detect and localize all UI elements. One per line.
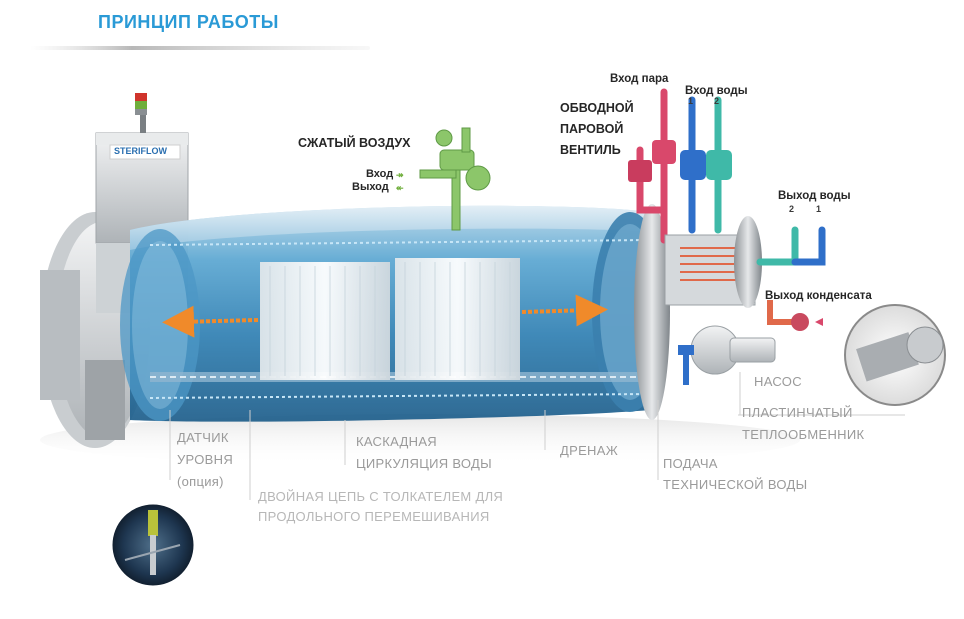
label-steam-in: Вход пара: [610, 73, 669, 85]
pump: [690, 325, 776, 375]
label-tech-water-line2: ТЕХНИЧЕСКОЙ ВОДЫ: [663, 477, 808, 492]
label-drainage: ДРЕНАЖ: [560, 443, 619, 458]
label-chain-line2: ПРОДОЛЬНОГО ПЕРЕМЕШИВАНИЯ: [258, 509, 490, 524]
label-air-in: Вход: [366, 168, 394, 180]
water-in-number-2: 2: [714, 96, 720, 106]
label-heat-exchanger-line2: ТЕПЛООБМЕННИК: [742, 427, 865, 442]
label-heat-exchanger-line1: ПЛАСТИНЧАТЫЙ: [742, 405, 853, 420]
heat-exchanger-photo: [844, 304, 946, 406]
rear-flange: [634, 204, 670, 420]
label-air-out: Выход: [352, 181, 389, 193]
label-bypass-line2: ПАРОВОЙ: [560, 122, 624, 136]
label-level-sensor-line3: (опция): [177, 474, 224, 489]
water-out-piping: [756, 226, 826, 266]
condensate-pipe: [767, 300, 800, 325]
label-condensate-out: Выход конденсата: [765, 290, 872, 302]
label-level-sensor-line2: УРОВНЯ: [177, 452, 234, 467]
air-out-arrow-icon: ↞: [396, 183, 404, 193]
flow-arrow-left: [162, 305, 259, 338]
label-cascade-line1: КАСКАДНАЯ: [356, 434, 437, 449]
label-level-sensor-line1: ДАТЧИК: [177, 430, 229, 445]
water-out-number-1: 1: [816, 204, 822, 214]
brand-logo: STERIFLOW: [114, 146, 167, 156]
label-bypass-line3: ВЕНТИЛЬ: [560, 143, 621, 157]
signal-light-icon: [135, 93, 147, 115]
water-out-number-2: 2: [789, 204, 795, 214]
label-tech-water-line1: ПОДАЧА: [663, 456, 718, 471]
vessel-shell: [120, 205, 668, 422]
label-water-out: Выход воды: [778, 190, 851, 202]
label-bypass-line1: ОБВОДНОЙ: [560, 101, 634, 115]
compressed-air-valve: [419, 127, 491, 231]
level-sensor-photo: [109, 501, 197, 589]
heat-exchanger: [664, 216, 762, 308]
page-title: ПРИНЦИП РАБОТЫ: [98, 12, 279, 32]
water-in-number-1: 1: [688, 96, 694, 106]
label-chain-line1: ДВОЙНАЯ ЦЕПЬ С ТОЛКАТЕЛЕМ ДЛЯ: [258, 489, 504, 504]
label-water-in: Вход воды: [685, 85, 748, 97]
condensate-trap: [791, 313, 809, 331]
label-pump: НАСОС: [754, 374, 802, 389]
label-compressed-air: СЖАТЫЙ ВОЗДУХ: [298, 136, 411, 150]
bypass-valve: [628, 160, 652, 182]
label-cascade-line2: ЦИРКУЛЯЦИЯ ВОДЫ: [356, 456, 492, 471]
air-in-arrow-icon: ↠: [396, 170, 404, 180]
cascade-cargo: [260, 258, 520, 380]
